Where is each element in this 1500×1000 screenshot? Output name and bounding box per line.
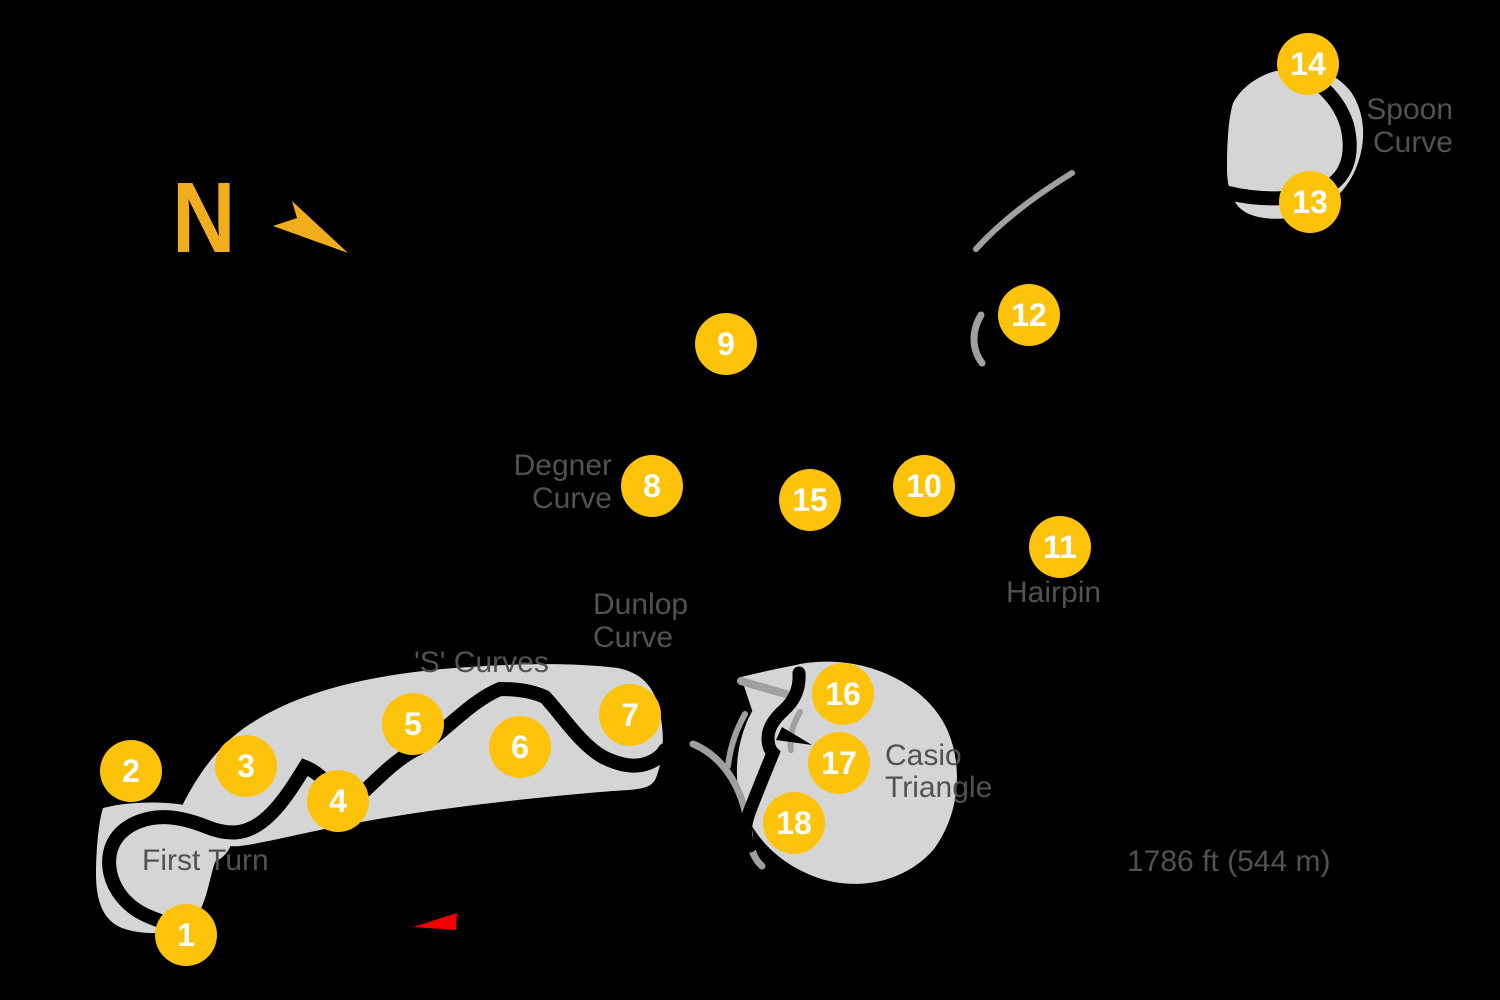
label-dunlop-line1: Dunlop [593, 588, 689, 621]
backstretch-verge-sliver [973, 170, 1075, 252]
label-degner-line1: Degner [513, 449, 612, 482]
compass-arrow-icon [273, 201, 348, 253]
turn-marker-2: 2 [100, 740, 162, 802]
label-degner-line2: Curve [531, 482, 612, 515]
label-track-length: 1786 ft (544 m) [1127, 845, 1331, 878]
label-spoon-line1: Spoon [1366, 93, 1453, 126]
label-casio-line2: Triangle [885, 771, 993, 804]
compass-north-label: N [172, 162, 236, 274]
label-hairpin: Hairpin [1006, 576, 1102, 609]
turn-marker-6: 6 [489, 716, 551, 778]
turn-marker-5: 5 [382, 693, 444, 755]
turn-marker-12: 12 [998, 284, 1060, 346]
turn-marker-14: 14 [1277, 33, 1339, 95]
turn-marker-18: 18 [763, 792, 825, 854]
chicane-hook-verge-sliver [787, 709, 803, 753]
turn-marker-8: 8 [621, 455, 683, 517]
turn-marker-16: 16 [812, 663, 874, 725]
direction-arrowhead [776, 727, 812, 745]
track-line-casio-chicane [738, 666, 806, 853]
esses-runoff [182, 664, 663, 847]
turn-marker-15: 15 [779, 469, 841, 531]
label-dunlop-line2: Curve [593, 621, 674, 654]
turn-marker-11: 11 [1029, 516, 1091, 578]
turn-marker-13: 13 [1279, 171, 1341, 233]
label-s-curves: 'S' Curves [414, 646, 549, 679]
label-first-turn: First Turn [142, 844, 269, 877]
hairpin-verge-sliver [970, 311, 986, 367]
turn-marker-1: 1 [155, 904, 217, 966]
label-casio-line1: Casio [885, 739, 962, 772]
turn-marker-3: 3 [215, 735, 277, 797]
turn-marker-4: 4 [307, 770, 369, 832]
label-spoon-line2: Curve [1372, 126, 1453, 159]
turn-marker-10: 10 [893, 455, 955, 517]
turn-marker-9: 9 [695, 313, 757, 375]
turn-marker-17: 17 [808, 732, 870, 794]
casio-inner-verge-sliver [725, 711, 748, 769]
start-finish-marker [413, 913, 457, 930]
casio-arm-verge-sliver [737, 677, 790, 698]
turn-marker-7: 7 [599, 684, 661, 746]
